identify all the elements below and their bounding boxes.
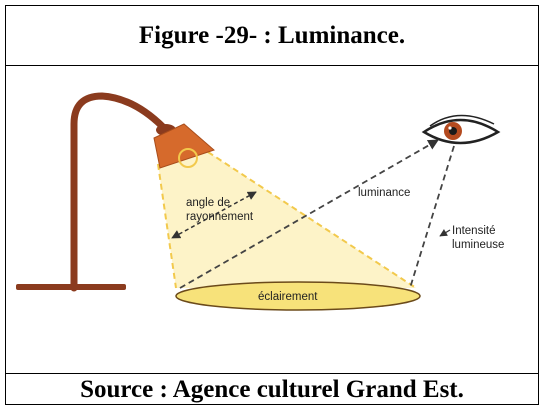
angle-label-line2: rayonnement (186, 211, 254, 223)
intensity-label-line2: lumineuse (452, 239, 504, 251)
cone-edge-left (157, 163, 177, 289)
luminance-diagram: éclairement angle de rayonnement (16, 92, 504, 311)
light-cone (158, 152, 416, 288)
figure-title-row: Figure -29- : Luminance. (6, 6, 538, 66)
intensity-line (409, 145, 455, 289)
figure-source-row: Source : Agence culturel Grand Est. (6, 374, 538, 406)
cone-edge-right (207, 151, 417, 289)
intensity-arrow (439, 229, 451, 237)
eye-icon (421, 114, 501, 145)
illumination-label: éclairement (258, 291, 318, 303)
figure-illustration: éclairement angle de rayonnement (6, 66, 538, 374)
figure-title: Figure -29- : Luminance. (138, 21, 406, 49)
angle-arrow (171, 191, 257, 239)
figure-source: Source : Agence culturel Grand Est. (80, 376, 464, 403)
intensity-label-line1: Intensité (452, 225, 495, 237)
luminance-label: luminance (358, 187, 410, 199)
lamp-icon (16, 92, 215, 292)
figure-frame: Figure -29- : Luminance. éclairement (5, 5, 539, 405)
illuminated-area (175, 281, 421, 311)
angle-label-line1: angle de (186, 197, 230, 209)
